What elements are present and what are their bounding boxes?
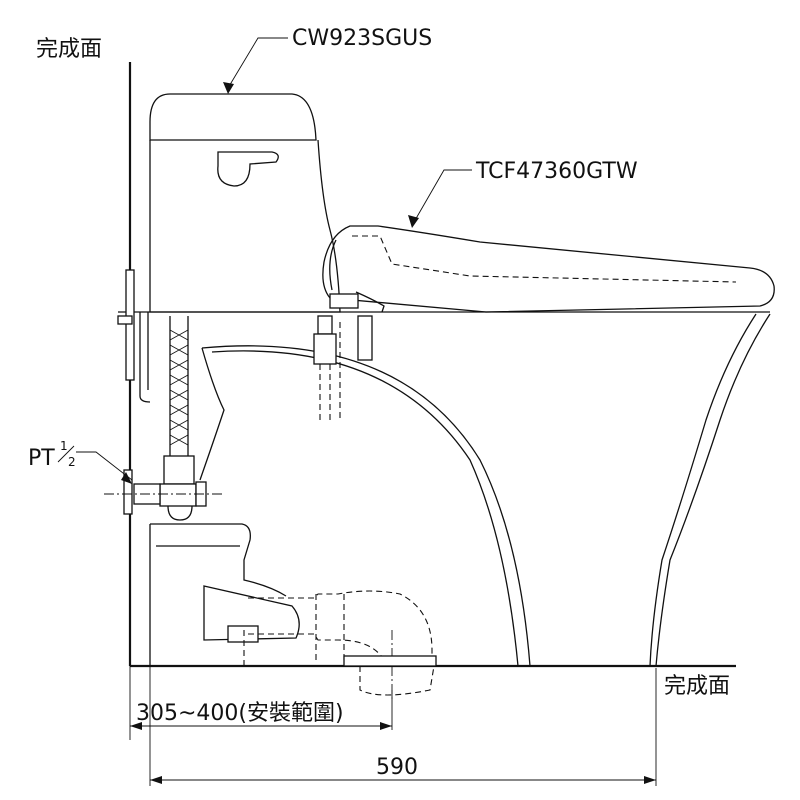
drain-coupling-hidden [315,594,345,660]
washlet-seat-hinge [329,239,337,291]
floor-flange [343,655,437,667]
pipe-thread-leader [76,451,133,481]
pipe-thread-fraction-bar [57,445,75,463]
toilet-model-leader [227,37,288,89]
seat-model-label: TCF47360GTW [475,159,638,184]
pipe-thread-label: PT [28,446,55,471]
floor-drain-hidden [359,665,435,696]
wall-bracket-screw [117,315,133,325]
drain-pipe-hidden-top [248,590,433,666]
pipe-thread-denominator: 2 [68,455,76,469]
bowl-front-outer [655,313,771,667]
overall-depth-arrow-right [644,776,656,784]
valve-escutcheon [123,469,133,515]
washlet-seat-hidden-line [352,235,737,283]
valve-nut [163,455,195,485]
toilet-model-arrowhead [223,82,234,94]
trapway-back-wall [199,347,225,481]
finished-floor-label: 完成面 [664,674,730,699]
seat-model-leader [413,169,472,223]
wall-bracket [125,269,135,381]
seat-hinge-bracket [329,293,359,309]
pedestal-top [150,523,287,597]
flush-lever [217,151,279,187]
bowl-front-inner [649,313,757,667]
washlet-seat [322,225,775,313]
tank-body [149,139,341,313]
tank-lid [149,93,317,141]
install-range-arrow-left [130,722,142,730]
bolt-rear [357,315,373,361]
trapway-inner-arc [211,350,519,667]
floor-outlet-wedge [203,585,300,641]
toilet-model-label: CW923SGUS [292,26,432,51]
valve-outlet [167,505,193,521]
washlet-seat-lip [355,291,385,313]
valve-body [159,483,197,507]
supply-hose-braid [169,329,189,446]
overall-depth-arrow-left [150,776,162,784]
install-range-arrow-right [380,722,392,730]
bolt-fitting-front [313,333,337,365]
trapway-outer-arc [201,345,531,667]
overall-depth-label: 590 [376,755,418,780]
bolt-nut-front [317,315,333,335]
overflow-tube [139,312,151,403]
install-range-label: 305~400(安裝範圍) [136,701,344,726]
pipe-thread-arrowhead [121,472,132,484]
pipe-thread-numerator: 1 [60,439,68,453]
seat-model-arrowhead [408,215,419,228]
finished-wall-label: 完成面 [36,37,102,62]
